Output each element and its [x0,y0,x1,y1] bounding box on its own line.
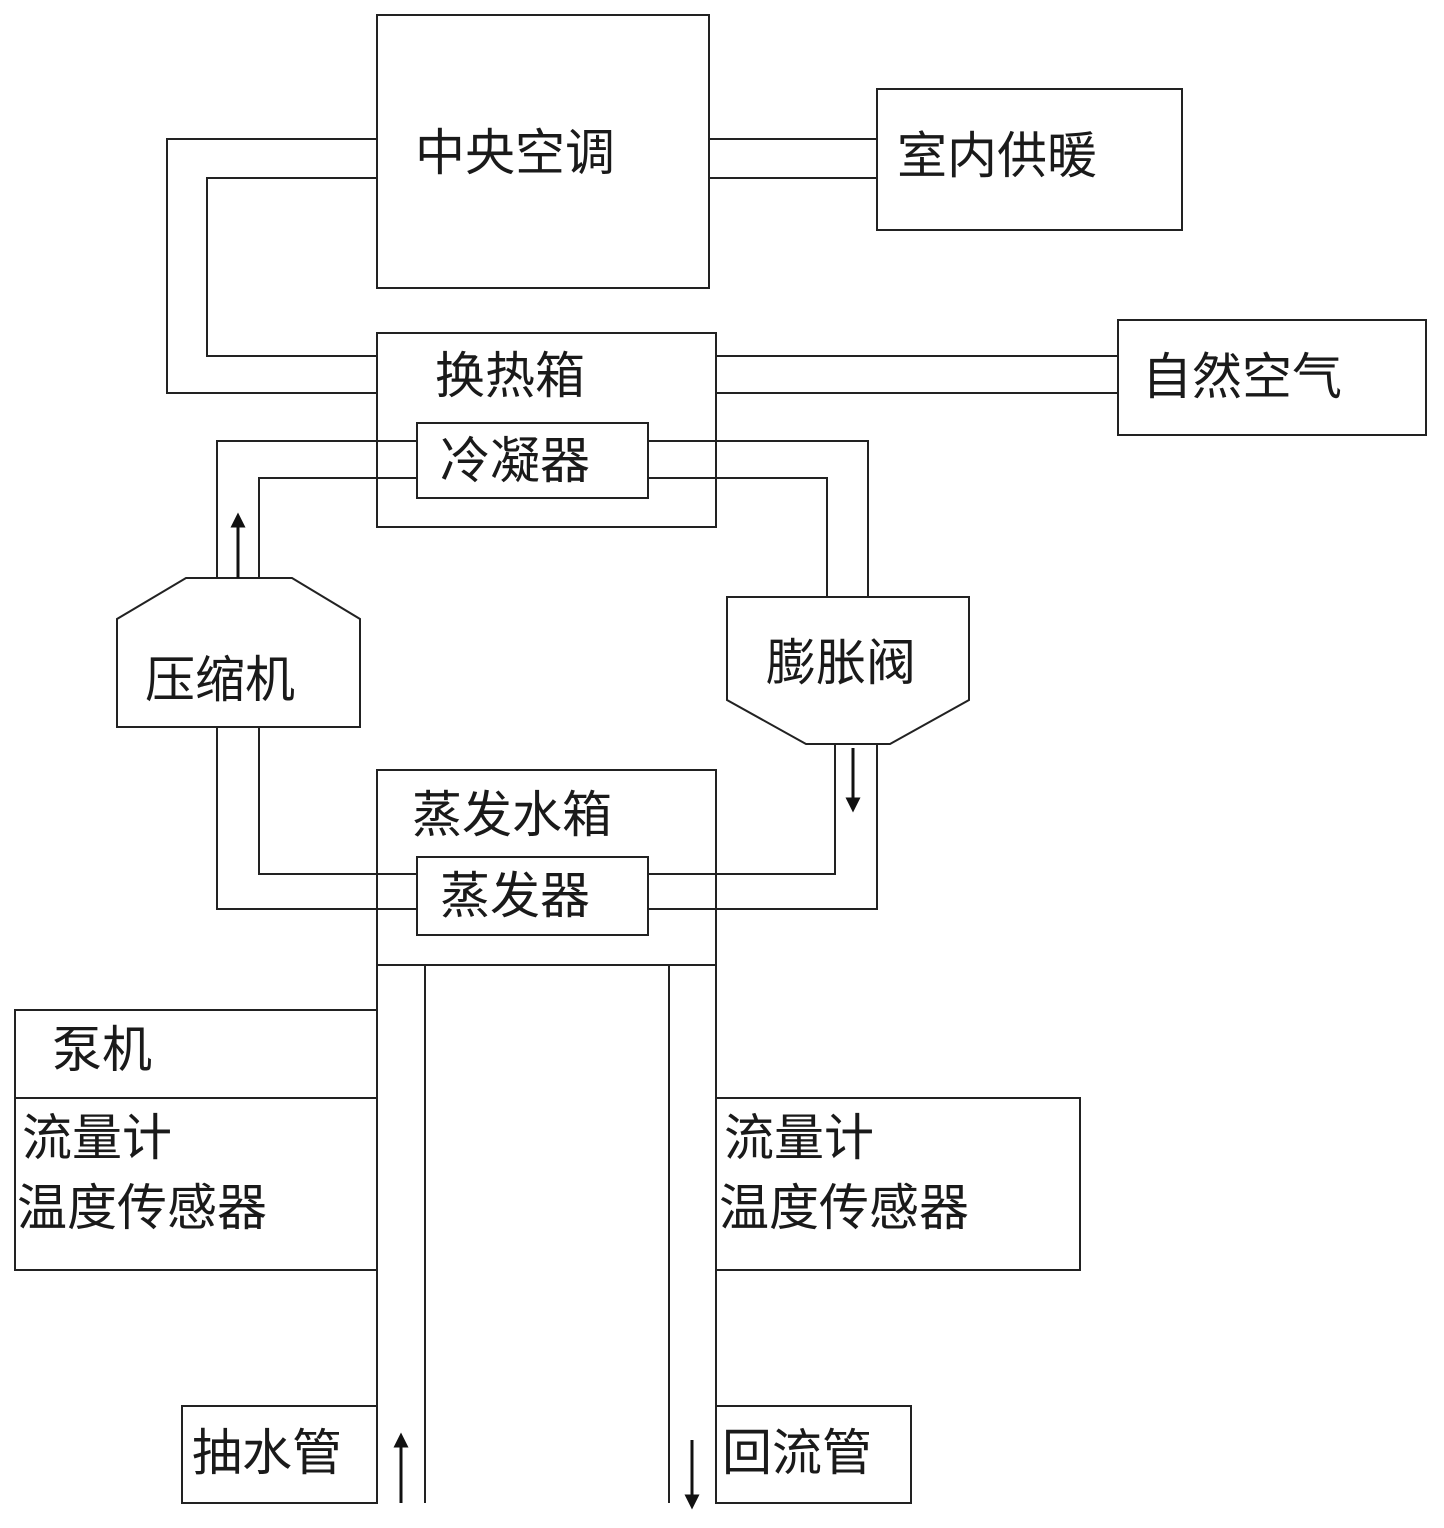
expansion-valve-label: 膨胀阀 [766,634,916,692]
condenser-valve-pipes [648,440,869,597]
right-sensor-box [715,1097,1081,1271]
evaporator-label: 蒸发器 [440,867,590,925]
compressor-shape [116,577,361,728]
evaporator-compressor-pipes [216,727,417,910]
central-ac-box [376,14,710,289]
return-pipe-box [715,1405,912,1504]
heat-exchange-box-label: 换热箱 [435,347,585,405]
left-sensor-box [14,1097,378,1271]
central-ac-label: 中央空调 [415,124,615,182]
evaporator-box [416,856,649,936]
heat-exchange-box [376,332,717,528]
compressor-condenser-pipes [216,440,417,578]
left-temp-sensor-label: 温度传感器 [17,1179,267,1237]
suction-water-pipe [376,965,426,1503]
exchanger-air-pipes [716,355,1118,394]
return-water-pipe [668,965,717,1503]
ac-exchanger-pipes [166,138,377,394]
natural-air-label: 自然空气 [1142,348,1342,406]
indoor-heating-box [876,88,1183,231]
suction-pipe-label: 抽水管 [192,1424,342,1482]
compressor-label: 压缩机 [145,651,295,709]
return-pipe-label: 回流管 [722,1424,872,1482]
condenser-box [416,422,649,499]
right-temp-sensor-label: 温度传感器 [719,1179,969,1237]
evaporation-tank-box [376,769,717,966]
suction-pipe-box [181,1405,378,1504]
condenser-label: 冷凝器 [440,432,590,490]
right-flowmeter-label: 流量计 [724,1109,874,1167]
evaporation-tank-label: 蒸发水箱 [412,786,612,844]
natural-air-box [1117,319,1427,436]
pump-label: 泵机 [52,1021,152,1079]
valve-evaporator-pipes [648,744,878,910]
left-flowmeter-label: 流量计 [22,1109,172,1167]
expansion-valve-shape [726,596,970,745]
indoor-heating-label: 室内供暖 [897,127,1097,185]
ac-heating-pipes [709,138,877,179]
